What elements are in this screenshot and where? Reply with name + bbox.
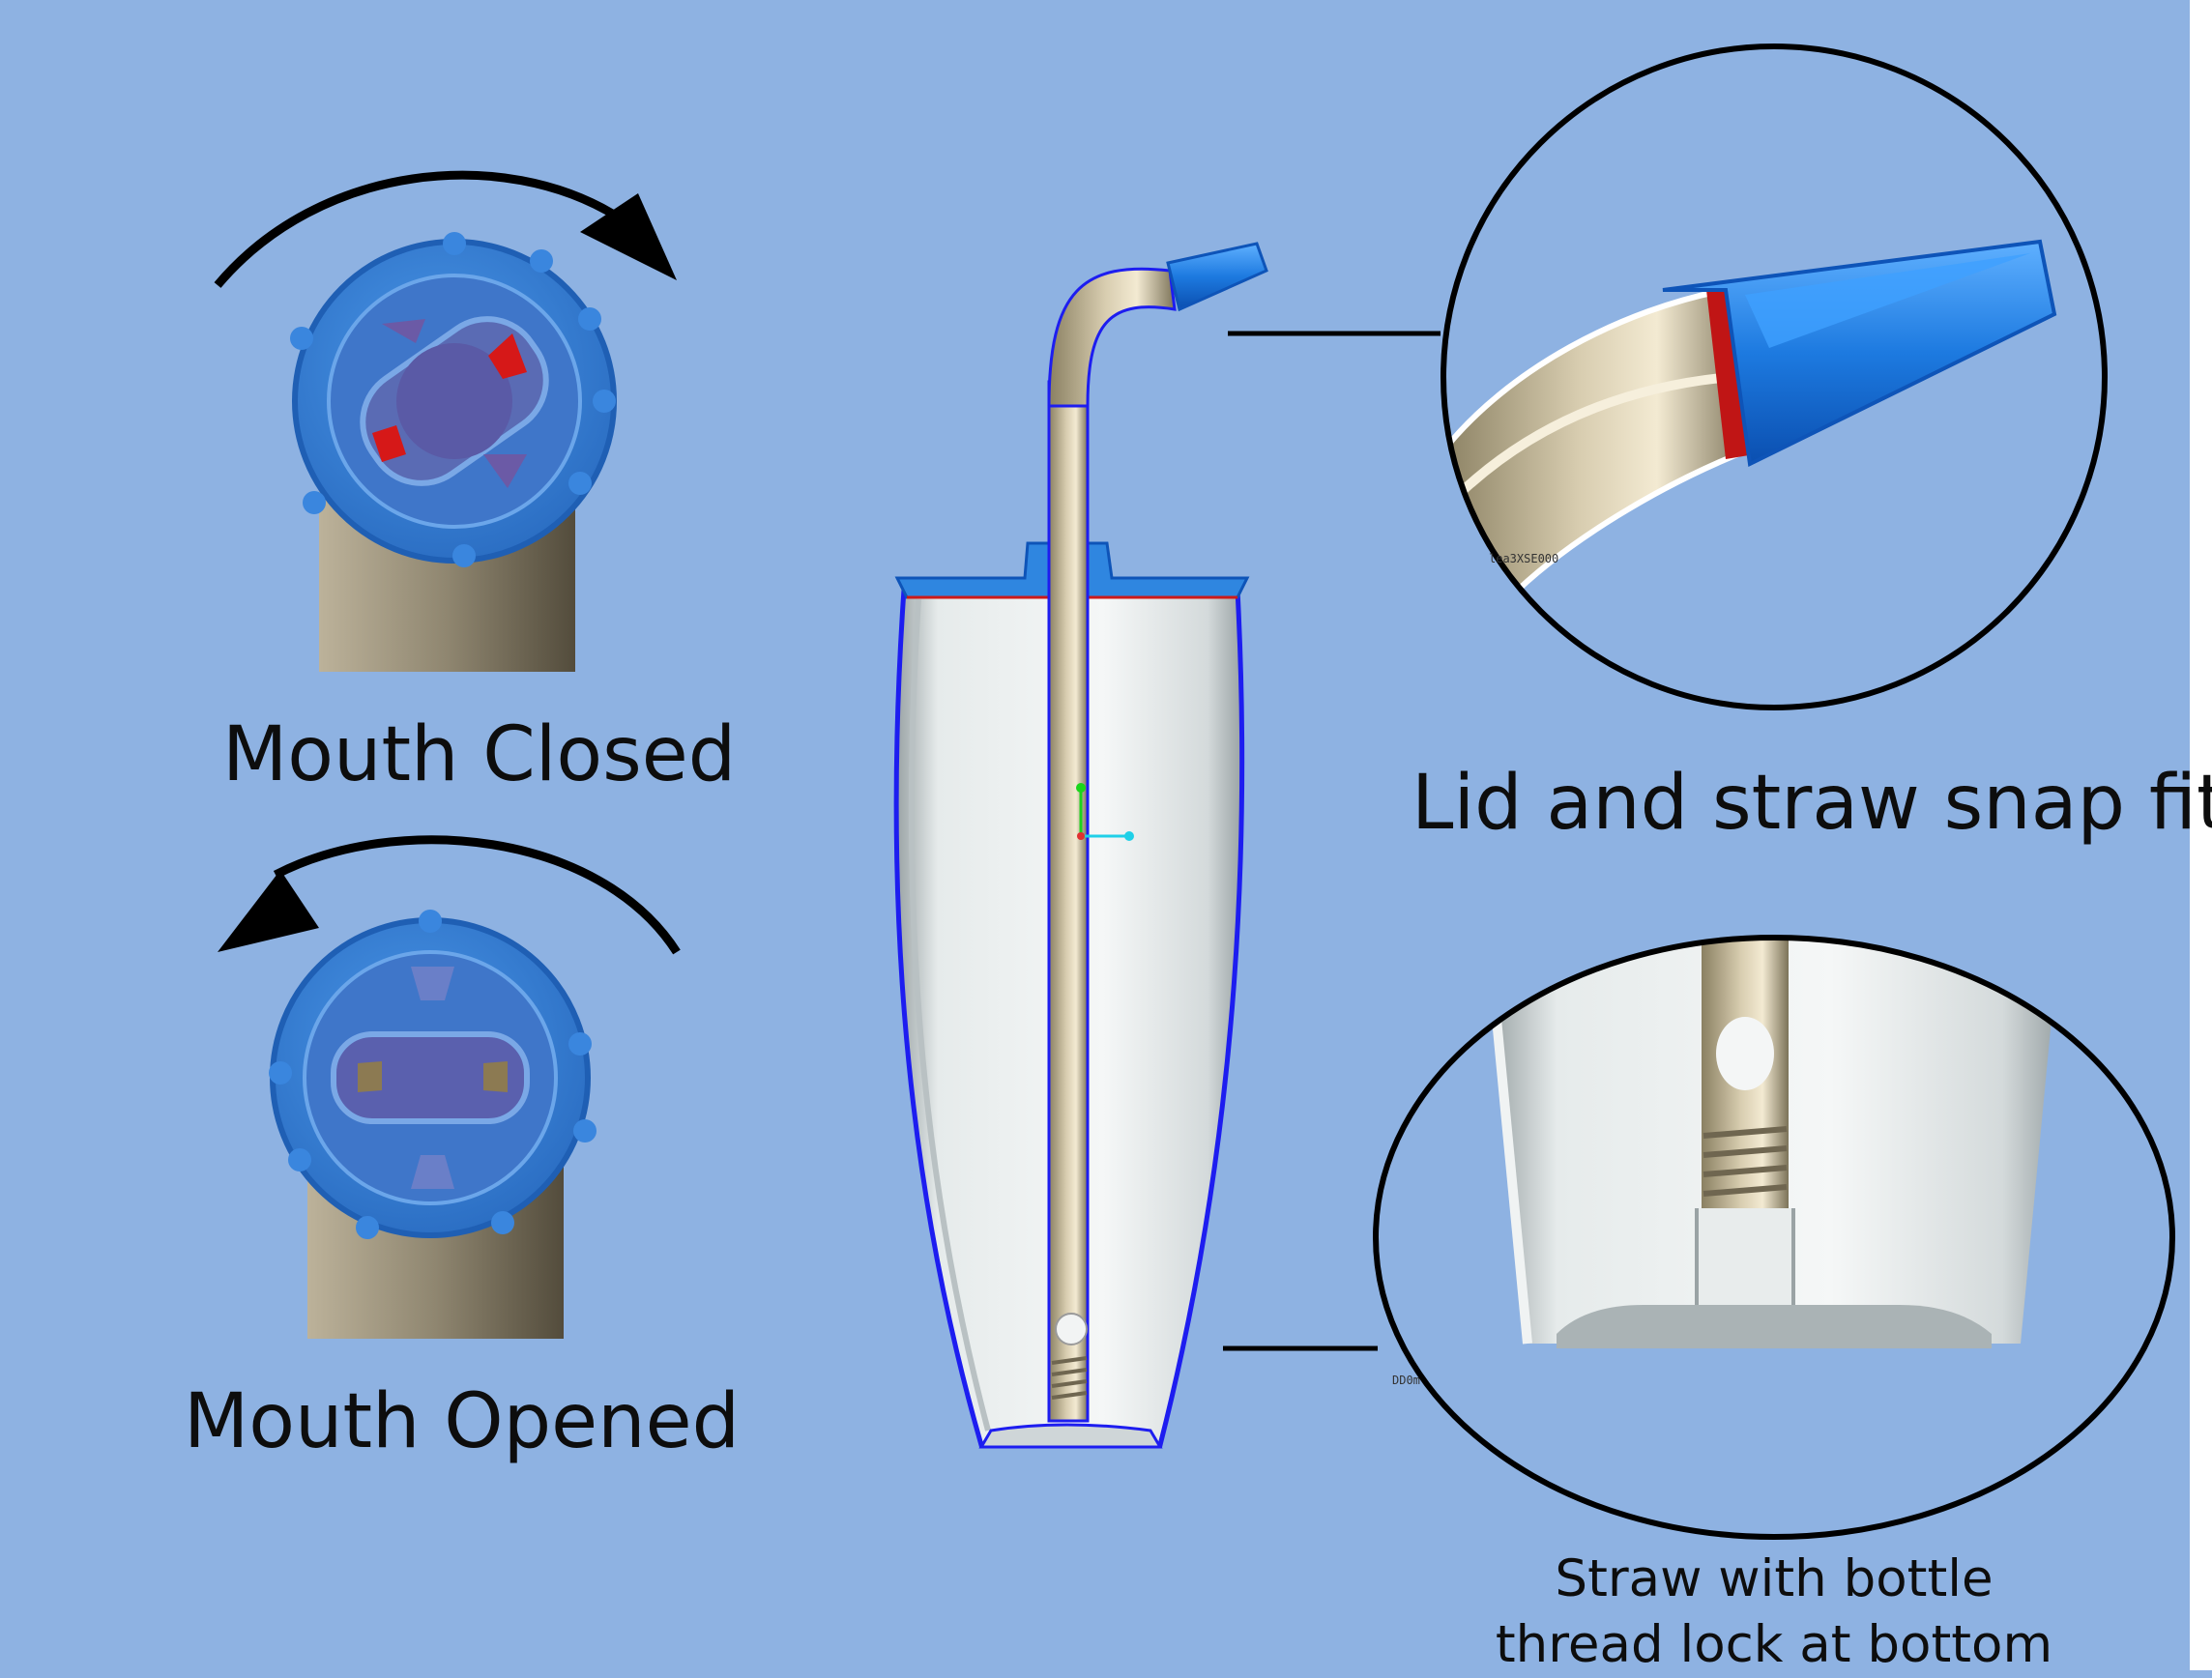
straw-thread-caption: Straw with bottle thread lock at bottom (1431, 1547, 2117, 1678)
caption-line-1: Straw with bottle (1555, 1549, 1994, 1608)
straw-thread-lock-detail-view: DD0m (1373, 935, 2175, 1540)
mouth-closed-label: Mouth Closed (222, 711, 737, 798)
cad-tag-top: lea3XSE000 (1489, 552, 1558, 565)
cad-tag-bottom: DD0m (1392, 1374, 1420, 1387)
right-edge-strip (2190, 0, 2212, 1670)
bottle-cross-section (893, 242, 1268, 1449)
counterclockwise-arrow-icon (218, 835, 681, 955)
clockwise-arrow-icon (214, 170, 677, 288)
caption-line-2: thread lock at bottom (1495, 1615, 2053, 1674)
lid-snap-fit-label: Lid and straw snap fit (1412, 760, 2212, 847)
mouth-closed-cap-view (290, 232, 617, 672)
mouth-opened-cap-view (269, 910, 597, 1339)
mouth-opened-label: Mouth Opened (184, 1378, 741, 1465)
lid-straw-detail-view: lea3XSE000 (1441, 43, 2108, 710)
